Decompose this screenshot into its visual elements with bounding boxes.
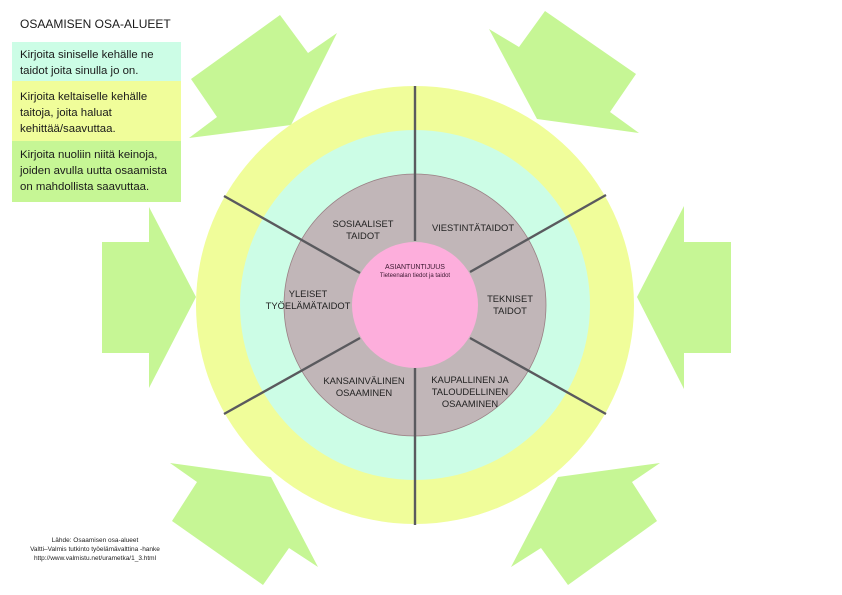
legend-text: Kirjoita siniselle kehälle ne (20, 49, 154, 61)
arrow-bottom-left (170, 463, 318, 585)
arrow-top-left (189, 15, 337, 138)
segment-label-line: KAUPALLINEN JA (431, 374, 509, 385)
legend-text: on mahdollista saavuttaa. (20, 181, 150, 193)
legend-arrows: Kirjoita nuoliin niitä keinoja, joiden a… (12, 141, 181, 202)
arrow-top-right (489, 11, 639, 133)
divider-upper-right (469, 193, 607, 274)
segment-label-line: YLEISET (288, 288, 328, 299)
center-title: ASIANTUNTIJUUS (385, 264, 445, 271)
legend-text: kehittää/saavuttaa. (20, 123, 116, 135)
legend-text: Kirjoita nuoliin niitä keinoja, (20, 149, 158, 161)
source-line: Valtti–Valmis tutkinto työelämävalttina … (30, 546, 160, 553)
center-subtitle: Tieteenalan tiedot ja taidot (379, 273, 451, 279)
legend-text: taitoja, joita haluat (20, 107, 112, 119)
source-note: Lähde: Osaamisen osa-alueet Valtti–Valmi… (20, 536, 170, 563)
source-line: http://www.valmistu.net/urametka/1_3.htm… (33, 555, 157, 562)
segment-label-line: TALOUDELLINEN (431, 386, 509, 397)
arrow-bottom-right (511, 463, 660, 585)
divider-lower-left (223, 336, 361, 416)
segment-label-line: SOSIAALISET (332, 218, 394, 229)
arrow-right (637, 206, 731, 389)
legend-text: taidot joita sinulla jo on. (20, 65, 139, 77)
segment-label-line: TAIDOT (346, 230, 380, 241)
segment-label-line: VIESTINTÄTAIDOT (431, 222, 515, 233)
segment-tekniset-taidot: TEKNISET TAIDOT (474, 293, 546, 317)
legend-blue-ring: Kirjoita siniselle kehälle ne taidot joi… (12, 42, 181, 81)
arrow-left (102, 207, 196, 388)
source-line: Lähde: Osaamisen osa-alueet (51, 537, 139, 544)
segment-label-line: TAIDOT (493, 305, 527, 316)
segment-label-line: TEKNISET (487, 293, 533, 304)
divider-upper-left (223, 194, 361, 275)
segment-kaupallinen-ja-taloudellinen-osaaminen: KAUPALLINEN JA TALOUDELLINEN OSAAMINEN (417, 374, 523, 410)
segment-label-line: KANSAINVÄLINEN (323, 375, 405, 386)
legend-yellow-ring: Kirjoita keltaiselle kehälle taitoja, jo… (12, 81, 181, 141)
segment-label-line: OSAAMINEN (335, 387, 393, 398)
page-title: OSAAMISEN OSA-ALUEET (20, 17, 171, 31)
segment-viestintataidot: VIESTINTÄTAIDOT (420, 222, 526, 234)
segment-sosiaaliset-taidot: SOSIAALISET TAIDOT (318, 218, 408, 242)
divider-lower-right (469, 336, 607, 416)
segment-kansainvalinen-osaaminen: KANSAINVÄLINEN OSAAMINEN (316, 375, 412, 399)
segment-label-line: OSAAMINEN (441, 398, 499, 409)
segment-yleiset-tyoelamataidot: YLEISET TYÖELÄMÄTAIDOT (258, 288, 358, 312)
legend-text: Kirjoita keltaiselle kehälle (20, 91, 148, 103)
center-label: ASIANTUNTIJUUS Tieteenalan tiedot ja tai… (345, 263, 485, 280)
legend-text: joiden avulla uutta osaamista (20, 165, 167, 177)
core-circle-pink (352, 242, 478, 368)
segment-label-line: TYÖELÄMÄTAIDOT (265, 300, 351, 311)
